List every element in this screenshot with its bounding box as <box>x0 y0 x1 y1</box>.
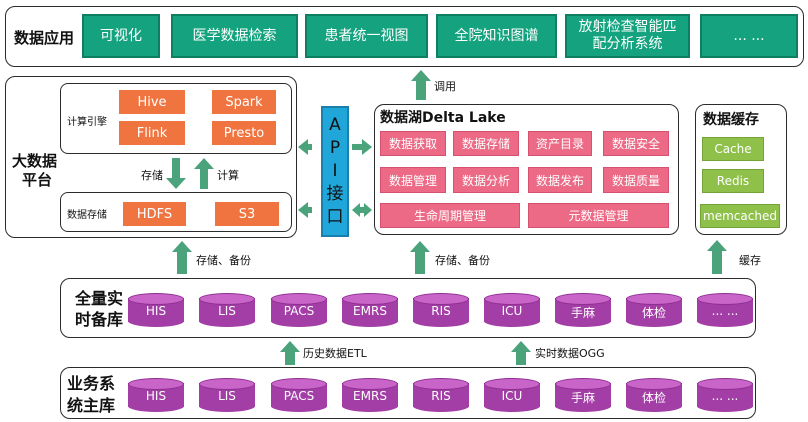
backup-db-label: PACS <box>283 304 315 318</box>
primary-db-label: ... ... <box>711 389 739 403</box>
backup-db-cylinder[interactable]: EMRS <box>342 293 398 327</box>
delta-lake-title: 数据湖Delta Lake <box>380 110 506 126</box>
backup-db-cylinder[interactable]: LIS <box>199 293 255 327</box>
engine-presto[interactable]: Presto <box>212 121 276 145</box>
backup-db-cylinder[interactable]: RIS <box>413 293 469 327</box>
compute-engine-label: 计算引擎 <box>67 117 107 128</box>
primary-title-2: 统主库 <box>67 396 116 415</box>
app-patient-view[interactable]: 患者统一视图 <box>305 14 428 58</box>
primary-title-1: 业务系 <box>67 374 116 393</box>
call-arrow <box>411 70 431 100</box>
backup-db-label: RIS <box>431 304 451 318</box>
primary-db-label: RIS <box>431 389 451 403</box>
primary-db-label: 体检 <box>641 391 666 405</box>
primary-db-label: HIS <box>145 389 167 403</box>
store-backup-arrow-2 <box>410 241 430 274</box>
api-bigdata-arrow-top <box>298 139 312 155</box>
cache-redis[interactable]: Redis <box>702 169 764 193</box>
app-radiology-match[interactable]: 放射检查智能匹配分析系统 <box>565 14 690 58</box>
store-arrow-label: 存储 <box>141 169 163 182</box>
ogg-label: 实时数据OGG <box>535 347 605 360</box>
backup-title-1: 全量实 <box>75 289 124 308</box>
primary-db-cylinder[interactable]: HIS <box>128 378 184 412</box>
app-medical-search[interactable]: 医学数据检索 <box>171 14 298 58</box>
lake-metadata[interactable]: 元数据管理 <box>528 203 669 228</box>
lake-data-quality[interactable]: 数据质量 <box>603 167 669 193</box>
big-data-title-2: 平台 <box>22 171 53 189</box>
app-visualization[interactable]: 可视化 <box>82 14 160 58</box>
backup-db-cylinder[interactable]: 手麻 <box>555 293 611 327</box>
api-interface[interactable]: A P I 接 口 <box>321 106 349 237</box>
primary-db-cylinder[interactable]: 体检 <box>626 378 682 412</box>
compute-arrow <box>194 158 214 189</box>
api-char-kou: 口 <box>326 207 344 227</box>
data-apps-title: 数据应用 <box>14 29 75 47</box>
lake-data-storage[interactable]: 数据存储 <box>453 131 519 156</box>
data-storage-label: 数据存储 <box>67 210 107 221</box>
api-char-p: P <box>329 138 341 158</box>
app-knowledge-graph[interactable]: 全院知识图谱 <box>436 14 557 58</box>
storage-hdfs[interactable]: HDFS <box>123 202 186 226</box>
ogg-arrow <box>511 341 531 365</box>
primary-db-cylinder[interactable]: ... ... <box>697 378 753 412</box>
lake-lifecycle[interactable]: 生命周期管理 <box>380 203 520 228</box>
api-char-a: A <box>329 115 341 135</box>
backup-db-label: LIS <box>218 304 236 318</box>
backup-db-label: HIS <box>145 304 167 318</box>
cache-title: 数据缓存 <box>703 112 759 128</box>
backup-db-label: 体检 <box>641 306 666 320</box>
call-label: 调用 <box>434 80 456 93</box>
primary-db-cylinder[interactable]: LIS <box>199 378 255 412</box>
api-char-i: I <box>332 161 338 181</box>
primary-db-cylinder[interactable]: RIS <box>413 378 469 412</box>
api-char-jie: 接 <box>326 184 344 204</box>
lake-data-publish[interactable]: 数据发布 <box>528 167 592 193</box>
primary-db-cylinder[interactable]: ICU <box>484 378 540 412</box>
app-more[interactable]: ... ... <box>700 14 798 58</box>
cache-cache[interactable]: Cache <box>702 137 764 161</box>
backup-db-cylinder[interactable]: ... ... <box>697 293 753 327</box>
primary-db-label: LIS <box>218 389 236 403</box>
api-lake-arrow-top <box>352 139 372 155</box>
backup-db-cylinder[interactable]: PACS <box>271 293 327 327</box>
backup-db-label: EMRS <box>353 304 387 318</box>
backup-db-cylinder[interactable]: HIS <box>128 293 184 327</box>
lake-data-analysis[interactable]: 数据分析 <box>453 167 519 193</box>
store-backup-arrow-1 <box>172 241 192 274</box>
store-backup-label-1: 存储、备份 <box>196 254 251 267</box>
big-data-title-1: 大数据 <box>12 152 58 170</box>
primary-db-label: PACS <box>283 389 315 403</box>
primary-db-label: ICU <box>501 389 523 403</box>
primary-db-label: 手麻 <box>570 391 595 405</box>
engine-flink[interactable]: Flink <box>119 121 185 145</box>
cache-label: 缓存 <box>739 254 761 267</box>
backup-db-cylinder[interactable]: 体检 <box>626 293 682 327</box>
store-arrow <box>166 158 186 189</box>
primary-db-cylinder[interactable]: PACS <box>271 378 327 412</box>
backup-db-cylinder[interactable]: ICU <box>484 293 540 327</box>
lake-data-security[interactable]: 数据安全 <box>603 131 669 156</box>
engine-hive[interactable]: Hive <box>119 90 185 114</box>
backup-db-label: ICU <box>501 304 523 318</box>
lake-data-management[interactable]: 数据管理 <box>380 167 446 193</box>
lake-data-acquire[interactable]: 数据获取 <box>380 131 446 156</box>
primary-db-label: EMRS <box>353 389 387 403</box>
api-bigdata-arrow-bottom <box>298 202 312 218</box>
primary-db-cylinder[interactable]: EMRS <box>342 378 398 412</box>
store-backup-label-2: 存储、备份 <box>435 254 490 267</box>
lake-asset-catalog[interactable]: 资产目录 <box>528 131 592 156</box>
backup-db-label: 手麻 <box>570 306 595 320</box>
engine-spark[interactable]: Spark <box>212 90 276 114</box>
primary-db-cylinder[interactable]: 手麻 <box>555 378 611 412</box>
cache-arrow <box>707 240 727 274</box>
storage-s3[interactable]: S3 <box>215 202 279 226</box>
backup-db-label: ... ... <box>711 304 739 318</box>
backup-title-2: 时备库 <box>75 310 124 329</box>
compute-arrow-label: 计算 <box>217 169 239 182</box>
api-lake-arrow-bottom <box>352 203 372 217</box>
etl-label: 历史数据ETL <box>303 347 367 360</box>
cache-memcached[interactable]: memcached <box>700 204 780 228</box>
etl-arrow <box>280 341 300 365</box>
